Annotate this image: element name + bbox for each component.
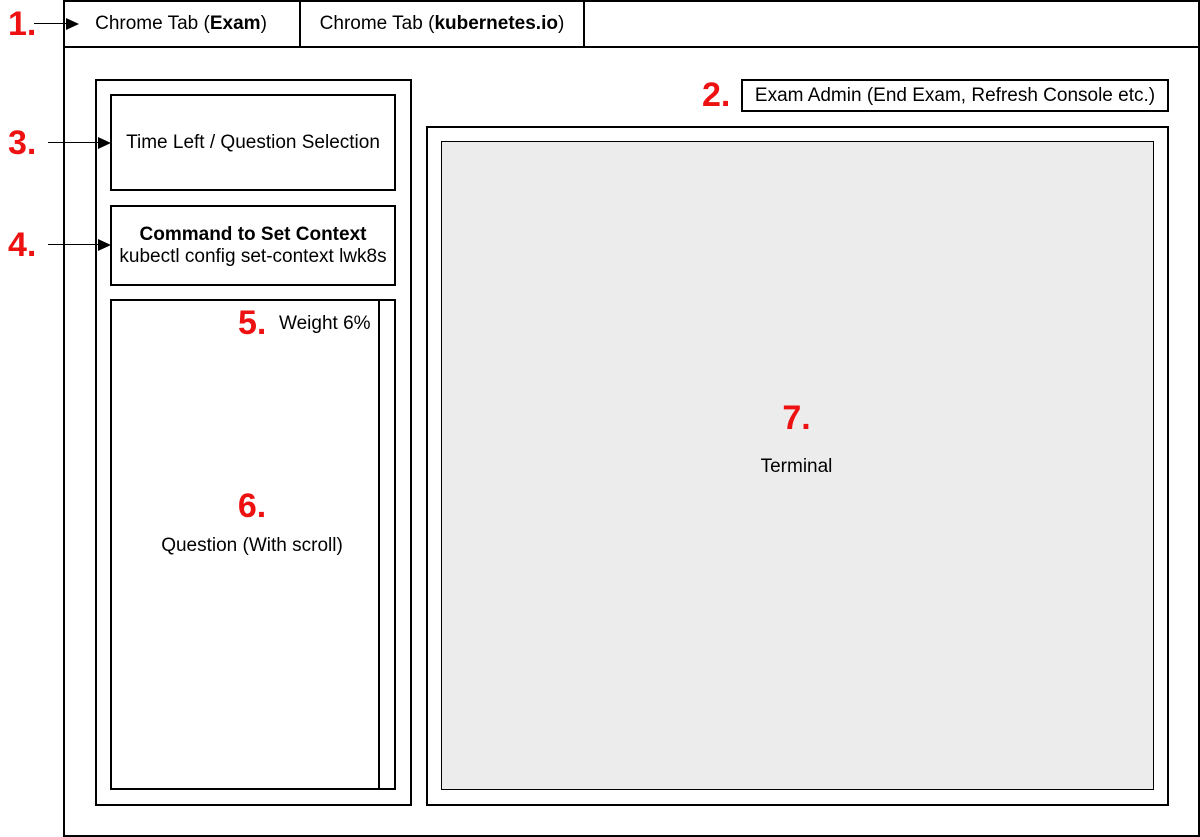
tab-exam-suffix: ): [260, 13, 267, 34]
question-label: Question (With scroll): [161, 535, 343, 556]
arrow-1-line: [34, 23, 68, 24]
callout-3: 3.: [8, 124, 37, 162]
browser-window: [63, 0, 1200, 837]
callout-6: 6.: [237, 487, 267, 525]
arrow-3-head: [98, 137, 111, 149]
tab-exam-bold: Exam: [209, 13, 261, 34]
exam-admin-label: Exam Admin (End Exam, Refresh Console et…: [754, 84, 1156, 106]
tab-bar-divider: [63, 46, 1200, 48]
callout-7: 7.: [782, 399, 811, 437]
callout-2: 2.: [702, 76, 731, 114]
time-left-box[interactable]: Time Left / Question Selection: [110, 94, 396, 191]
tab-kubernetes-prefix: Chrome Tab (: [319, 13, 435, 34]
terminal[interactable]: [441, 141, 1154, 790]
context-command[interactable]: kubectl config set-context lwk8s: [119, 245, 387, 267]
terminal-label: Terminal: [760, 456, 833, 477]
tab-kubernetes-suffix: ): [557, 13, 565, 34]
tab-exam[interactable]: Chrome Tab (Exam): [63, 0, 301, 48]
tab-kubernetes[interactable]: Chrome Tab (kubernetes.io): [301, 0, 585, 48]
context-title: Command to Set Context: [139, 223, 367, 245]
callout-5: 5.: [238, 304, 267, 342]
arrow-4-head: [98, 239, 111, 251]
context-box: Command to Set Context kubectl config se…: [110, 205, 396, 286]
tab-kubernetes-bold: kubernetes.io: [434, 13, 558, 34]
question-scrollbar[interactable]: [378, 299, 396, 790]
arrow-1-head: [66, 18, 79, 30]
time-left-label: Time Left / Question Selection: [126, 131, 380, 153]
question-weight: Weight 6%: [279, 313, 371, 334]
tab-exam-prefix: Chrome Tab (: [95, 13, 210, 34]
callout-4: 4.: [8, 226, 37, 264]
arrow-3-line: [48, 142, 100, 143]
arrow-4-line: [48, 244, 100, 245]
exam-admin-button[interactable]: Exam Admin (End Exam, Refresh Console et…: [741, 79, 1169, 112]
callout-1: 1.: [8, 5, 37, 43]
question-panel[interactable]: [110, 299, 396, 790]
